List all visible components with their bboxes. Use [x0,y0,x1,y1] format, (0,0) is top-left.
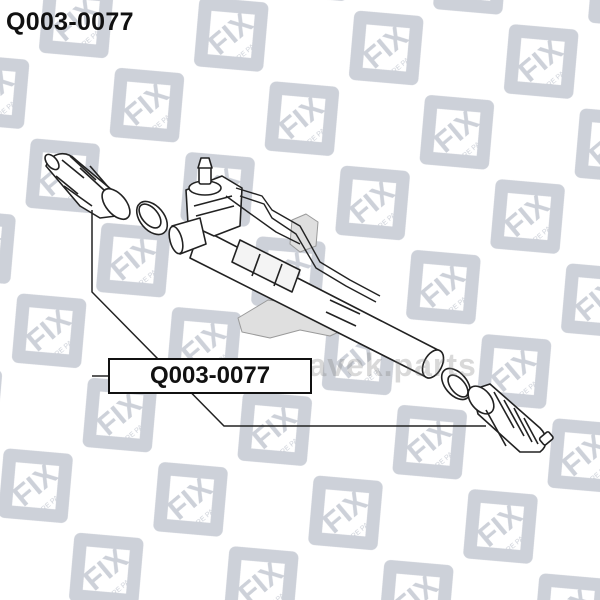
left-steering-boot [44,153,131,221]
hydraulic-lines [225,187,381,303]
part-number-callout: Q003-0077 [108,358,312,394]
right-steering-boot [467,383,554,453]
site-watermark-text: ravek.parts [295,347,477,383]
callout-part-number: Q003-0077 [149,362,271,389]
left-inner-seal [168,217,207,255]
right-boot-clamp [440,367,472,401]
left-boot-clamp [135,200,169,236]
part-number-title: Q003-0077 [6,8,134,36]
